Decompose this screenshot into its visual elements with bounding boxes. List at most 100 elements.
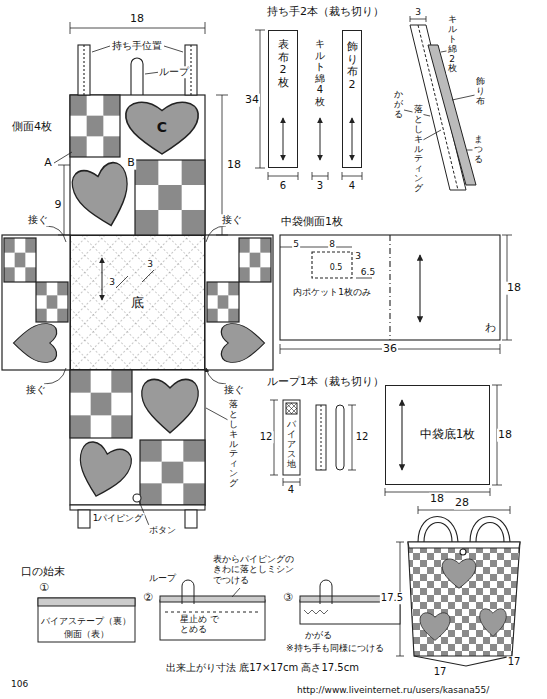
label-text: 5: [292, 239, 300, 249]
piece-label: C: [157, 119, 167, 135]
loop-piece: [316, 405, 326, 470]
label-text: ②: [142, 592, 154, 605]
dimension-line: [385, 385, 502, 496]
pattern-piece: 飾り布2: [342, 30, 362, 168]
label-text: 6: [279, 180, 287, 192]
label-text: 口の始末: [20, 566, 66, 579]
label-text: ③: [282, 592, 294, 605]
side-panel: [2, 235, 70, 370]
handle-loop-piping: [78, 45, 90, 95]
label-text: 17: [433, 666, 448, 678]
side-panel: [36, 282, 68, 322]
handle-loop-piping: [131, 58, 143, 95]
handle-strip-detail: [352, 118, 353, 160]
handle-strip-detail: [320, 118, 321, 160]
side-panel: [70, 370, 132, 438]
bag-illustration: [418, 517, 510, 543]
label-text: 3: [354, 251, 362, 261]
label-text: 3: [414, 7, 422, 17]
lining-piece: [280, 235, 500, 470]
piece-label: 中袋底1枚: [418, 428, 478, 442]
leader-line: [54, 46, 228, 528]
label-text: 4: [287, 484, 295, 496]
label-text: 18: [129, 13, 145, 26]
handle-loop-piping: [185, 510, 197, 528]
label-text: 17.5: [380, 592, 404, 604]
loop-piece: [283, 400, 344, 475]
label-text: 接ぐ: [223, 384, 245, 396]
dimension-line: [280, 247, 372, 278]
vertical-note: 飾り布: [475, 77, 486, 107]
label-text: 18: [506, 282, 522, 295]
label-text: 28: [454, 497, 470, 510]
vertical-note: キルト綿2枚: [447, 15, 458, 74]
finishing-steps: [38, 598, 135, 642]
vertical-note: バイアス地: [286, 420, 297, 469]
label-text: 中袋側面1枚: [280, 216, 344, 229]
vertical-note: 落としキルティング: [413, 105, 424, 194]
label-text: 接ぐ: [25, 384, 47, 396]
loop-piece: [336, 405, 344, 470]
pattern-piece: キルト綿4枚: [312, 30, 328, 168]
label-text: 17: [507, 656, 522, 668]
label-text: ①: [38, 582, 50, 595]
bottom-quilting: [102, 258, 103, 300]
label-text: 34: [244, 94, 260, 107]
finishing-steps: [160, 600, 265, 640]
side-panel: [69, 160, 138, 233]
label-text: ※持ち手も同様につける: [285, 643, 385, 653]
label-text: 0.5: [329, 263, 344, 272]
side-panel: [205, 235, 273, 370]
side-panel: [4, 238, 36, 282]
side-panel: [70, 95, 120, 157]
label-text: 表からパイピングの きわに落としミシン でつける: [212, 554, 298, 585]
label-text: わ: [484, 322, 497, 335]
handle-loop-piping: [78, 510, 90, 528]
label-text: ループ: [148, 573, 177, 583]
handle-loop-piping: [190, 45, 191, 95]
label-text: A: [43, 157, 53, 170]
piece-label: 表布2枚: [278, 39, 289, 90]
label-text: B: [126, 157, 136, 170]
leader-line: [44, 226, 226, 384]
side-panel: [135, 160, 205, 235]
label-text: 持ち手位置: [111, 40, 163, 52]
bag-illustration: [408, 542, 520, 656]
label-text: http://www.liveinternet.ru/users/kasana5…: [296, 685, 490, 695]
label-text: 6.5: [360, 267, 376, 277]
piece-label: 底: [129, 296, 146, 311]
finishing-steps: [38, 598, 135, 606]
vertical-note: 落としキルティング: [228, 400, 239, 489]
loop-piece: [283, 400, 300, 475]
piece-label: キルト綿4枚: [315, 38, 325, 107]
side-panel: [70, 370, 205, 505]
bottom-quilting: [70, 235, 205, 370]
label-text: 出来上がり寸法 底17×17cm 高さ17.5cm: [165, 662, 360, 674]
label-text: ボタン: [148, 525, 177, 535]
pattern-piece: 表布2枚: [268, 30, 298, 168]
label-text: 側面4枚: [11, 121, 53, 134]
vertical-note: まつる: [473, 135, 484, 165]
loop-piece: [286, 403, 297, 414]
bag-illustration: [460, 549, 466, 555]
bag-illustration: [480, 609, 507, 637]
label-text: バイアステープ（裏）: [40, 616, 132, 626]
label-text: 3: [108, 277, 116, 287]
label-text: 18: [429, 493, 445, 506]
handle-loop-piping: [70, 505, 205, 510]
side-panel: [207, 282, 239, 322]
label-text: 12: [259, 431, 274, 443]
label-text: 1パイピング: [92, 513, 145, 523]
side-panel: [71, 439, 134, 502]
side-panel: [221, 324, 264, 363]
handle-loop-piping: [83, 45, 84, 95]
piece-label: 飾り布2: [347, 41, 358, 92]
loop-piece: [286, 403, 297, 414]
bottom-quilting: [70, 235, 205, 370]
heart-shape: [126, 102, 198, 154]
finishing-steps: [320, 580, 332, 604]
finishing-steps: [304, 610, 328, 614]
bag-illustration: [408, 542, 520, 548]
pattern-piece: 中袋底1枚: [385, 385, 490, 485]
